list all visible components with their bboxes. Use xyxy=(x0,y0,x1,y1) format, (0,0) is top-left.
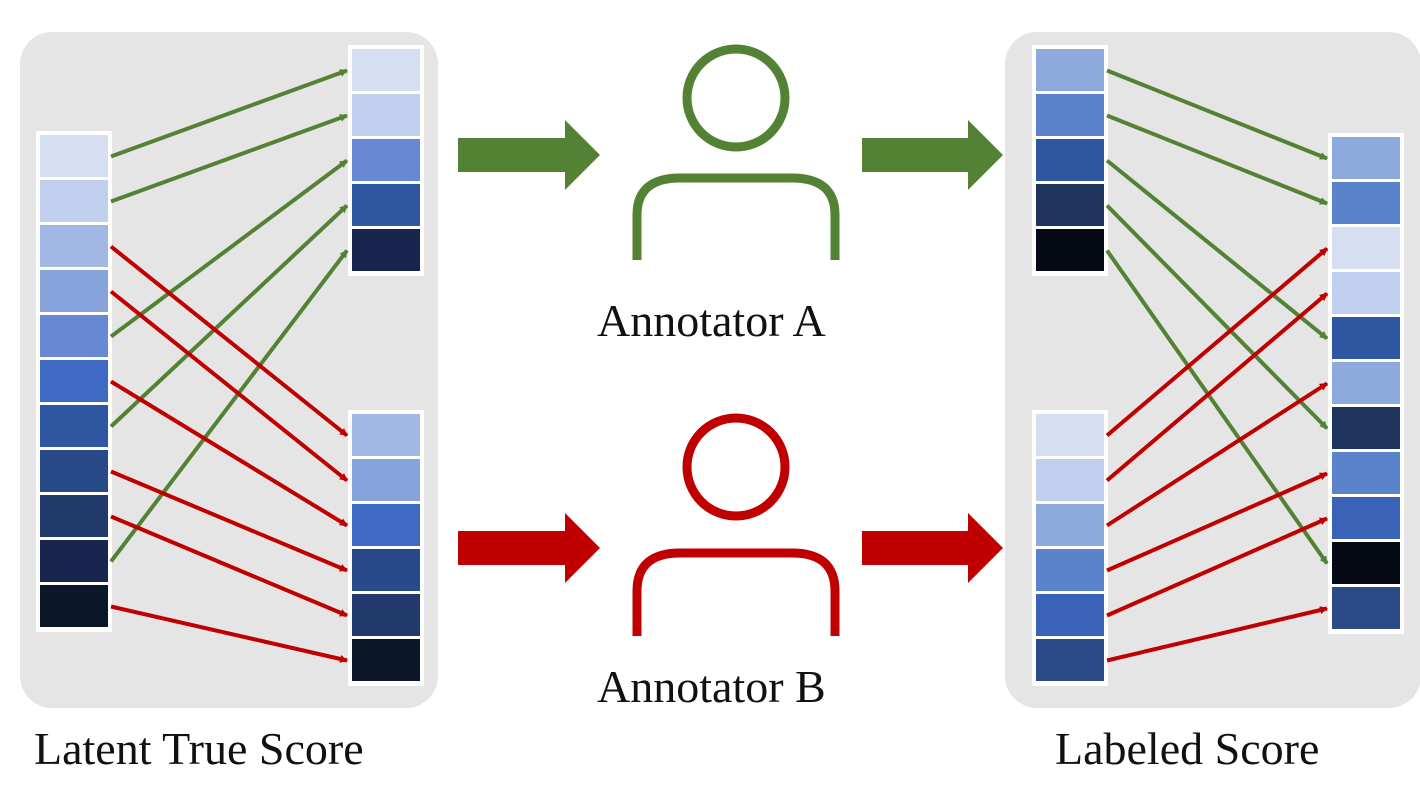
arrow-b-to-labeled xyxy=(1106,516,1328,618)
score-cell xyxy=(40,450,108,492)
score-cell xyxy=(40,585,108,627)
labeled-score-label: Labeled Score xyxy=(1055,723,1320,774)
score-cell xyxy=(352,414,420,456)
score-cell xyxy=(1332,587,1400,629)
arrow-latent-to-a xyxy=(109,158,349,339)
score-cell xyxy=(40,225,108,267)
latent-panel xyxy=(20,32,438,708)
annotator-a-label: Annotator A xyxy=(597,295,826,346)
flow-arrow-b-out xyxy=(862,513,1003,583)
annotator-a-icon xyxy=(632,44,840,260)
score-cell xyxy=(352,459,420,501)
arrow-latent-to-b xyxy=(109,289,349,483)
score-cell xyxy=(40,405,108,447)
score-cell xyxy=(1036,49,1104,91)
arrow-latent-to-b xyxy=(110,469,348,573)
column-annotator-a-output xyxy=(1032,45,1108,276)
flow-arrow-a-out xyxy=(862,120,1003,190)
score-cell xyxy=(40,180,108,222)
mapping-arrows xyxy=(109,68,1329,663)
arrow-b-to-labeled xyxy=(1105,381,1329,528)
annotator-b-label: Annotator B xyxy=(597,661,826,712)
score-cell xyxy=(352,594,420,636)
arrow-latent-to-a xyxy=(110,113,348,204)
arrow-latent-to-b xyxy=(110,514,348,618)
column-labeled xyxy=(1328,133,1404,634)
score-cell xyxy=(1036,184,1104,226)
score-columns xyxy=(36,45,1404,686)
arrow-latent-to-b xyxy=(109,244,349,438)
arrow-b-to-labeled xyxy=(1106,606,1328,663)
arrow-latent-to-a xyxy=(110,68,348,159)
score-cell xyxy=(40,495,108,537)
score-cell xyxy=(1332,497,1400,539)
score-cell xyxy=(352,49,420,91)
score-cell xyxy=(352,504,420,546)
arrow-latent-to-b xyxy=(109,379,349,528)
arrow-b-to-labeled xyxy=(1105,246,1329,438)
score-cell xyxy=(352,639,420,681)
score-cell xyxy=(40,360,108,402)
score-cell xyxy=(40,540,108,582)
column-annotator-b-input xyxy=(348,410,424,686)
flow-arrow-a-in xyxy=(458,120,600,190)
score-cell xyxy=(1036,94,1104,136)
column-annotator-a-input xyxy=(348,45,424,276)
score-cell xyxy=(1332,362,1400,404)
score-cell xyxy=(352,94,420,136)
score-cell xyxy=(1036,414,1104,456)
arrow-a-to-labeled xyxy=(1106,113,1328,206)
arrow-latent-to-a xyxy=(109,204,349,428)
score-cell xyxy=(1036,549,1104,591)
score-cell xyxy=(1332,272,1400,314)
arrow-latent-to-b xyxy=(110,604,348,663)
score-cell xyxy=(40,315,108,357)
arrow-a-to-labeled xyxy=(1105,158,1329,341)
score-cell xyxy=(40,270,108,312)
flow-arrows xyxy=(458,120,1003,583)
column-annotator-b-output xyxy=(1032,410,1108,686)
annotator-b-icon xyxy=(632,413,840,636)
score-cell xyxy=(1332,407,1400,449)
score-cell xyxy=(1332,452,1400,494)
score-cell xyxy=(1036,459,1104,501)
score-cell xyxy=(352,229,420,271)
score-cell xyxy=(1332,542,1400,584)
score-cell xyxy=(40,135,108,177)
flow-arrow-b-in xyxy=(458,513,600,583)
arrow-b-to-labeled xyxy=(1106,471,1328,573)
score-cell xyxy=(1036,594,1104,636)
column-latent xyxy=(36,131,112,632)
score-cell xyxy=(1036,139,1104,181)
score-cell xyxy=(1332,137,1400,179)
arrow-a-to-labeled xyxy=(1106,68,1328,161)
arrow-latent-to-a xyxy=(109,249,349,563)
arrow-b-to-labeled xyxy=(1105,291,1329,483)
arrow-a-to-labeled xyxy=(1105,249,1329,565)
score-cell xyxy=(1332,182,1400,224)
score-cell xyxy=(1332,227,1400,269)
score-cell xyxy=(1332,317,1400,359)
score-cell xyxy=(352,549,420,591)
score-cell xyxy=(1036,639,1104,681)
score-cell xyxy=(1036,504,1104,546)
score-cell xyxy=(1036,229,1104,271)
arrow-a-to-labeled xyxy=(1105,204,1329,430)
score-cell xyxy=(352,139,420,181)
latent-true-score-label: Latent True Score xyxy=(34,723,364,774)
score-cell xyxy=(352,184,420,226)
